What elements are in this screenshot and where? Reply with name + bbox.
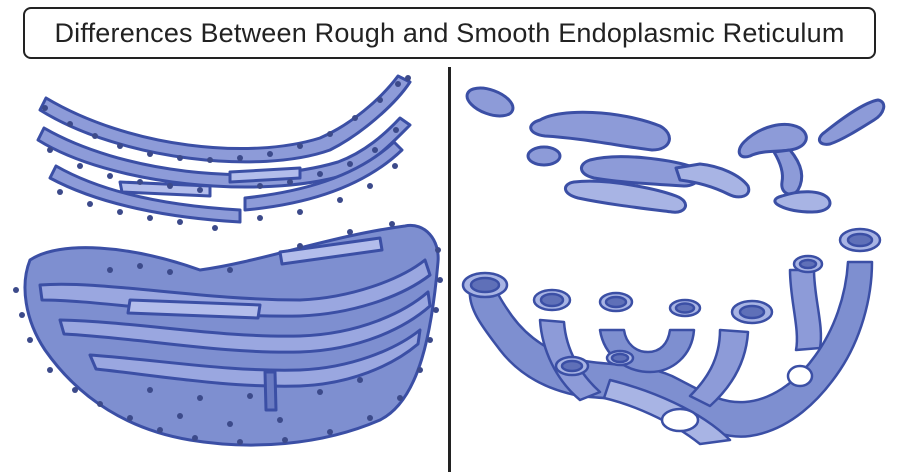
smooth-er-upper-tubules: [465, 86, 886, 214]
ribosome-dots: [13, 75, 443, 445]
page-title: Differences Between Rough and Smooth End…: [54, 17, 845, 48]
rough-er-lower-body: [23, 223, 440, 447]
rough-er-illustration: [13, 74, 443, 447]
smooth-er-illustration: [461, 86, 886, 446]
rough-er-upper-cisternae: [36, 74, 412, 224]
title-box: Differences Between Rough and Smooth End…: [23, 7, 876, 59]
panel-divider: [448, 67, 451, 472]
smooth-er-tube-openings: [461, 227, 882, 433]
